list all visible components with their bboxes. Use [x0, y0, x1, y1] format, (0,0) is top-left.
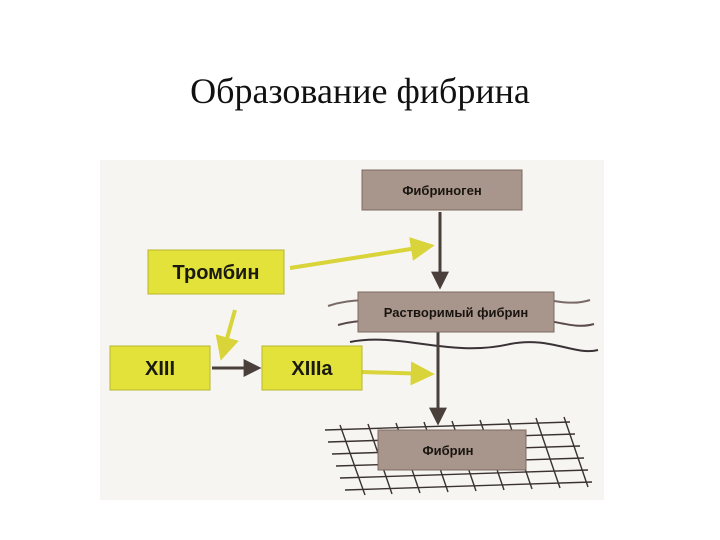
fibrin-formation-diagram: Фибриноген Растворимый фибрин Фибрин Тро…: [100, 160, 604, 500]
fibrin-box: Фибрин: [378, 430, 526, 470]
soluble-fibrin-label: Растворимый фибрин: [384, 305, 529, 320]
xiiia-label: XIIIa: [291, 358, 333, 380]
arrow-thrombin-to-conversion: [290, 246, 430, 268]
arrow-thrombin-to-xiiia: [222, 310, 235, 356]
soluble-fibrin-box: Растворимый фибрин: [358, 292, 554, 332]
diagram-figure: Фибриноген Растворимый фибрин Фибрин Тро…: [100, 160, 604, 500]
fibrin-label: Фибрин: [423, 443, 474, 458]
page-title: Образование фибрина: [0, 70, 720, 112]
arrow-xiiia-to-conversion: [362, 372, 430, 374]
xiiia-box: XIIIa: [262, 346, 362, 390]
xiii-label: XIII: [145, 358, 175, 380]
fibrinogen-box: Фибриноген: [362, 170, 522, 210]
thrombin-box: Тромбин: [148, 250, 284, 294]
fibrinogen-label: Фибриноген: [402, 183, 481, 198]
xiii-box: XIII: [110, 346, 210, 390]
thrombin-label: Тромбин: [173, 262, 260, 284]
